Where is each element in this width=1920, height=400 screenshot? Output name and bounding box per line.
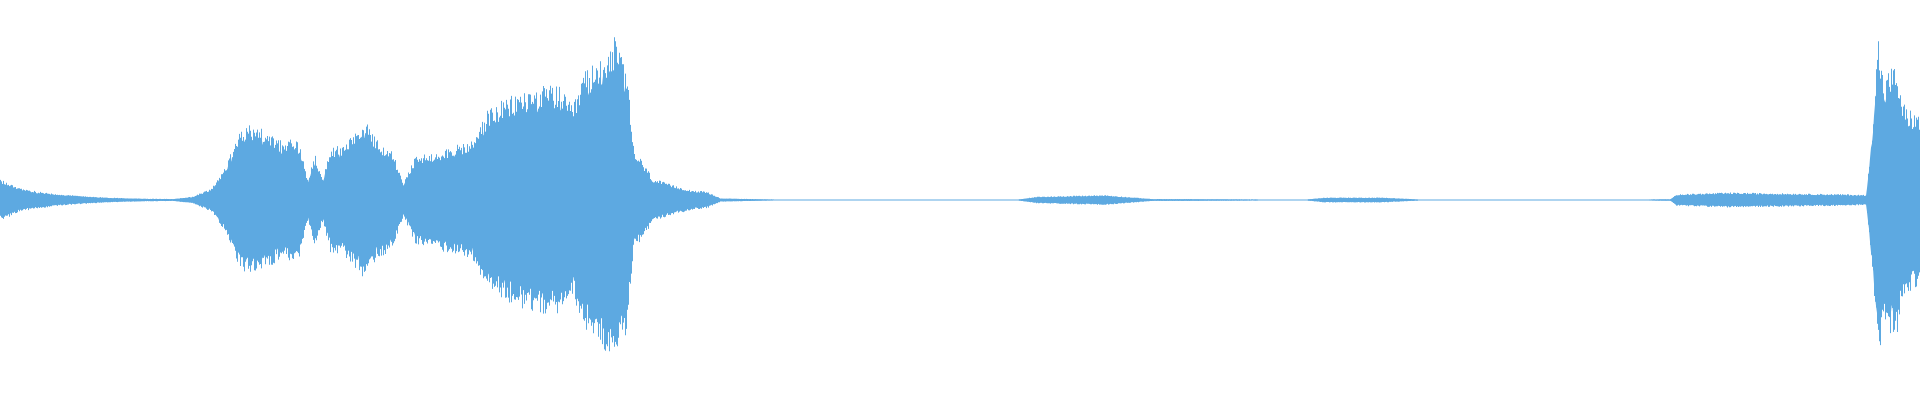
waveform-detail-strokes	[0, 37, 1920, 352]
waveform-envelope	[0, 65, 1920, 335]
